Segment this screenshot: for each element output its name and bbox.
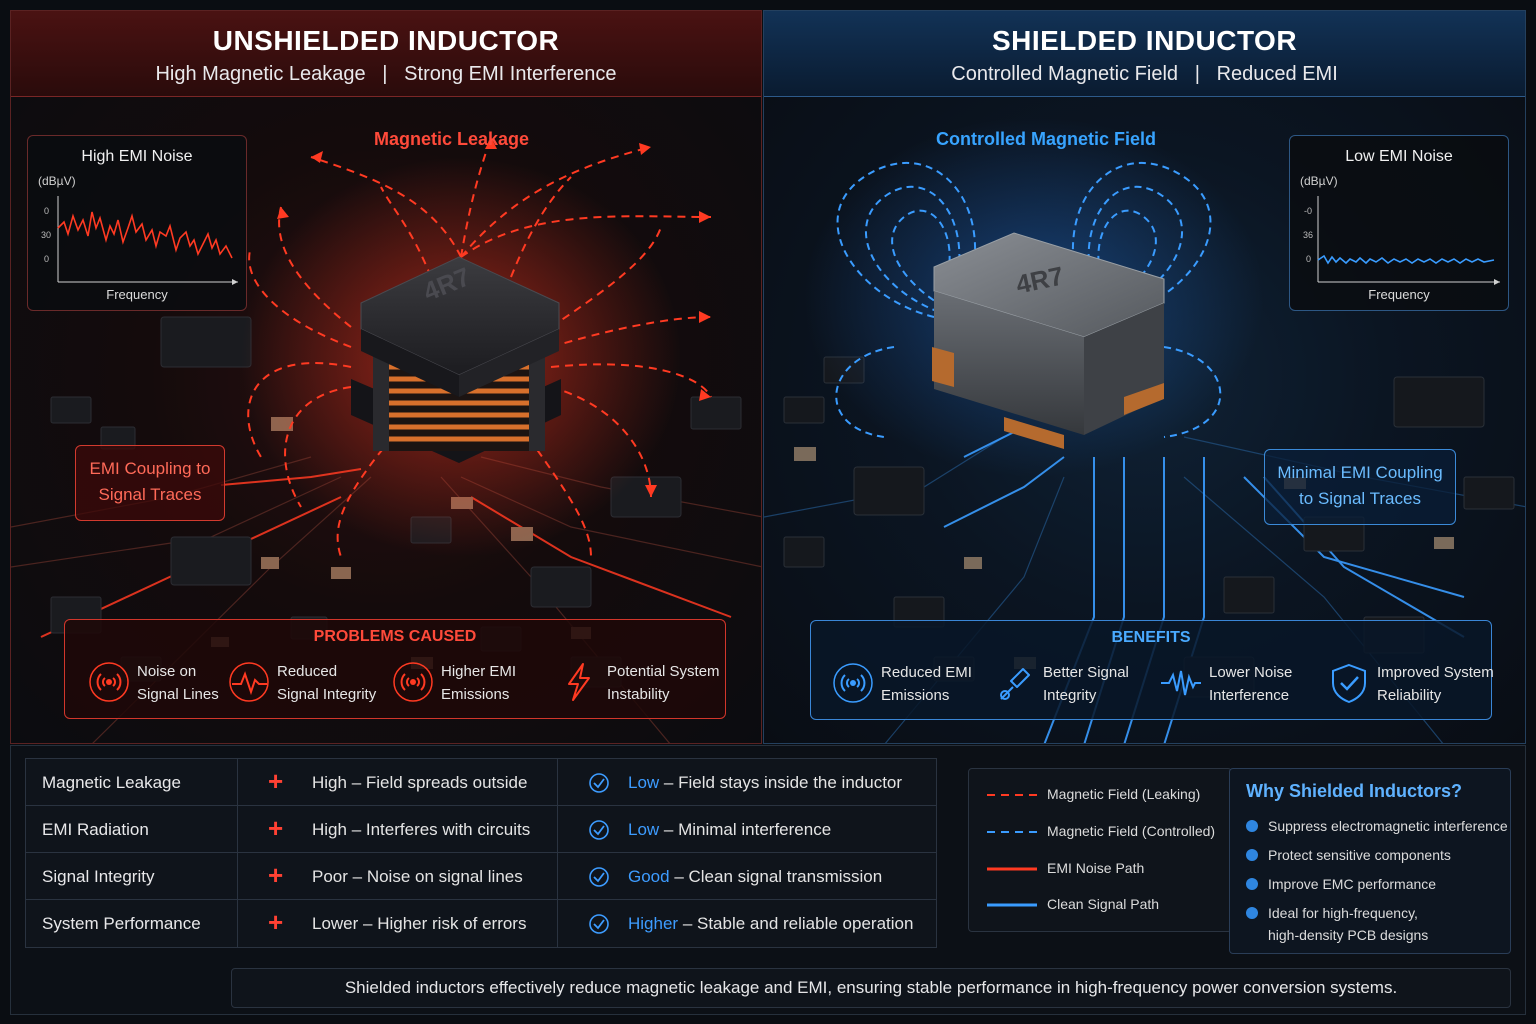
- why-item: Ideal for high-frequency,high-density PC…: [1246, 902, 1508, 946]
- high-emi-tick-b: 30: [41, 230, 52, 240]
- minimal-emi-callout: Minimal EMI Coupling to Signal Traces: [1264, 449, 1456, 525]
- high-emi-noise-card: High EMI Noise (dBµV) 0 30 0 Frequency: [27, 135, 247, 311]
- why-item: Protect sensitive components: [1246, 844, 1508, 866]
- red-solid-line-icon: [987, 867, 1037, 871]
- legend-item: Magnetic Field (Controlled): [985, 820, 1225, 844]
- blue-dashed-line-icon: [987, 831, 1037, 833]
- unshielded-panel: UNSHIELDED INDUCTOR High Magnetic Leakag…: [10, 10, 762, 744]
- why-item: Improve EMC performance: [1246, 873, 1508, 895]
- unshielded-subtitle-a: High Magnetic Leakage: [155, 63, 366, 85]
- emission-icon: [833, 663, 873, 703]
- high-emi-noise-xlabel: Frequency: [106, 287, 168, 302]
- table-row: System Performance +Lower – Higher risk …: [26, 900, 936, 947]
- low-emi-tick-c: 0: [1306, 254, 1312, 264]
- check-circle-icon: [589, 867, 609, 887]
- legend-item: Clean Signal Path: [985, 893, 1225, 917]
- shielded-inductor: [932, 232, 1165, 449]
- check-dot-icon: [1246, 820, 1258, 832]
- problems-caused-title: PROBLEMS CAUSED: [313, 628, 477, 645]
- shielded-subtitle: Controlled Magnetic Field | Reduced EMI: [951, 63, 1338, 85]
- probe-icon: [1000, 668, 1030, 700]
- low-emi-noise-card: Low EMI Noise (dBµV) -0 36 0 Frequency: [1289, 135, 1509, 311]
- why-shielded-title: Why Shielded Inductors?: [1246, 781, 1463, 801]
- benefits-title: BENEFITS: [1111, 629, 1191, 646]
- unshielded-subtitle: High Magnetic Leakage | Strong EMI Inter…: [155, 63, 617, 85]
- shielded-header: SHIELDED INDUCTOR Controlled Magnetic Fi…: [764, 11, 1525, 97]
- high-emi-tick-c: 0: [44, 254, 50, 264]
- unshielded-header: UNSHIELDED INDUCTOR High Magnetic Leakag…: [11, 11, 761, 97]
- low-emi-tick-a: -0: [1304, 206, 1313, 216]
- unshielded-inductor: [351, 256, 561, 463]
- emi-coupling-callout: EMI Coupling to Signal Traces: [75, 445, 225, 521]
- comparison-section: Magnetic Leakage +High – Field spreads o…: [10, 745, 1526, 1015]
- shielded-panel: SHIELDED INDUCTOR Controlled Magnetic Fi…: [763, 10, 1526, 744]
- table-row: Magnetic Leakage +High – Field spreads o…: [26, 759, 936, 806]
- summary-banner: Shielded inductors effectively reduce ma…: [231, 968, 1511, 1008]
- why-item: Suppress electromagnetic interference: [1246, 815, 1508, 837]
- low-emi-noise-plot: [1317, 196, 1500, 285]
- shielded-title: SHIELDED INDUCTOR: [991, 25, 1298, 56]
- check-dot-icon: [1246, 878, 1258, 890]
- cross-icon: +: [268, 813, 284, 843]
- unshielded-subtitle-b: Strong EMI Interference: [404, 63, 617, 85]
- legend-item: Magnetic Field (Leaking): [985, 783, 1225, 807]
- shielded-subtitle-a: Controlled Magnetic Field: [951, 63, 1179, 85]
- legend-item: EMI Noise Path: [985, 857, 1225, 881]
- unshielded-scene: Magnetic Leakage 4R7 High EMI Noise (dBµ…: [11, 97, 761, 743]
- cross-icon: +: [268, 907, 284, 937]
- controlled-field-label: Controlled Magnetic Field: [936, 129, 1157, 149]
- minimal-emi-line2: to Signal Traces: [1299, 489, 1421, 508]
- table-row: Signal Integrity +Poor – Noise on signal…: [26, 853, 936, 900]
- minimal-emi-line1: Minimal EMI Coupling: [1277, 463, 1443, 482]
- high-emi-noise-unit: (dBµV): [38, 174, 76, 188]
- table-row: EMI Radiation +High – Interferes with ci…: [26, 806, 936, 853]
- emission-icon: [89, 662, 129, 702]
- unshielded-illustration: [11, 136, 761, 743]
- low-emi-noise-xlabel: Frequency: [1368, 287, 1430, 302]
- shield-check-icon: [1332, 663, 1366, 704]
- shielded-scene: Controlled Magnetic Field 4R7 Low EMI No…: [764, 97, 1525, 743]
- high-emi-noise-title: High EMI Noise: [81, 148, 193, 165]
- emi-coupling-line2: Signal Traces: [98, 485, 202, 504]
- check-circle-icon: [589, 820, 609, 840]
- cross-icon: +: [268, 766, 284, 796]
- high-emi-noise-plot: [57, 196, 238, 285]
- check-dot-icon: [1246, 849, 1258, 861]
- check-dot-icon: [1246, 907, 1258, 919]
- why-shielded-box: Why Shielded Inductors? Suppress electro…: [1229, 768, 1511, 954]
- high-emi-tick-a: 0: [44, 206, 50, 216]
- pulse-icon: [229, 662, 269, 702]
- emi-coupling-line1: EMI Coupling to: [89, 459, 211, 478]
- unshielded-title: UNSHIELDED INDUCTOR: [212, 25, 560, 56]
- wave-icon: [1161, 670, 1201, 696]
- emission-icon: [393, 662, 433, 702]
- shielded-subtitle-b: Reduced EMI: [1216, 63, 1338, 85]
- magnetic-leakage-label: Magnetic Leakage: [374, 129, 530, 149]
- blue-solid-line-icon: [987, 903, 1037, 907]
- comparison-table: Magnetic Leakage +High – Field spreads o…: [25, 758, 937, 948]
- check-circle-icon: [589, 773, 609, 793]
- lightning-icon: [568, 663, 590, 701]
- low-emi-tick-b: 36: [1303, 230, 1314, 240]
- cross-icon: +: [268, 860, 284, 890]
- red-dashed-line-icon: [987, 794, 1037, 796]
- legend: Magnetic Field (Leaking) Magnetic Field …: [968, 768, 1232, 932]
- check-circle-icon: [589, 914, 609, 934]
- low-emi-noise-title: Low EMI Noise: [1345, 148, 1453, 165]
- low-emi-noise-unit: (dBµV): [1300, 174, 1338, 188]
